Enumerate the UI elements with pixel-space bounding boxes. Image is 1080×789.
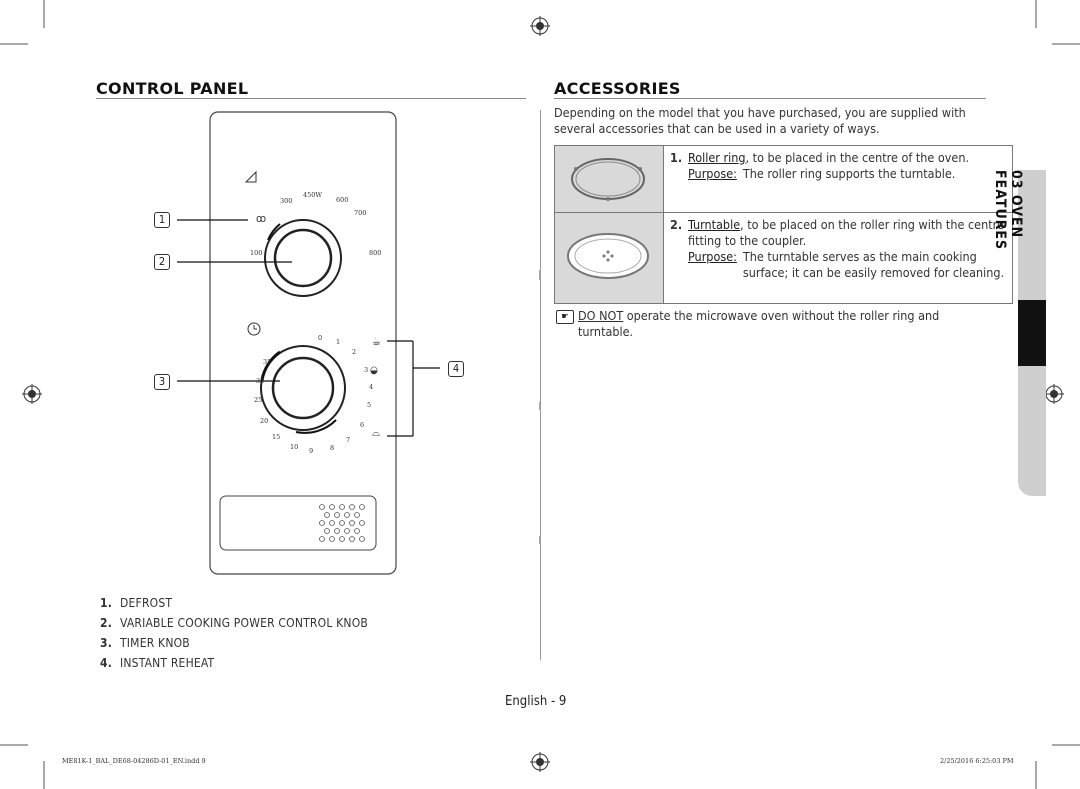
power-label: 300 [280,197,293,205]
callout-2: 2 [154,254,170,270]
timer-label: 1 [336,338,341,346]
roller-ring-desc: 1.Roller ring, to be placed in the centr… [663,145,1013,213]
accessories-heading: ACCESSORIES [554,79,681,98]
list-item: 4.INSTANT REHEAT [100,656,215,670]
timer-label: 20 [260,417,269,425]
column-divider [540,110,541,660]
timer-label: 8 [330,444,335,452]
side-tab-label: 03 OVEN FEATURES [992,170,1024,251]
grille-box [219,495,377,551]
table-row: 1.Roller ring, to be placed in the centr… [554,145,1013,213]
timestamp: 2/25/2016 6:25:03 PM [940,757,1014,765]
heading-rule [96,98,526,99]
timer-label: 35 [263,358,272,366]
table-row: 2.Turntable, to be placed on the roller … [554,212,1013,304]
registration-mark-icon [530,752,550,772]
turntable-desc: 2.Turntable, to be placed on the roller … [663,212,1013,304]
power-label: 100 [250,249,263,257]
timer-label: 5 [367,401,372,409]
clock-icon [247,322,261,336]
accessories-table: 1.Roller ring, to be placed in the centr… [554,145,1013,304]
power-knob-inner [273,228,333,288]
panel-outline [209,111,397,575]
side-tab-marker [1018,300,1046,366]
timer-label: 3 [364,366,369,374]
timer-label: 4 [369,383,374,391]
power-label: 450W [303,191,323,199]
heading-rule [554,98,986,99]
power-label: 600 [336,196,349,204]
timer-label: 0 [318,334,323,342]
accessories-intro: Depending on the model that you have pur… [554,105,966,136]
side-tab-label-wrap: 03 OVEN FEATURES [992,170,1024,320]
registration-mark-icon [530,16,550,36]
timer-label: 2 [352,348,357,356]
cup-icon: ☕ [372,335,381,348]
note-text: DO NOT operate the microwave oven withou… [578,308,940,339]
timer-label: 30 [256,377,265,385]
registration-mark-icon [1044,384,1064,404]
callout-1: 1 [154,212,170,228]
roller-ring-image [554,145,664,213]
list-item: 1.DEFROST [100,596,173,610]
control-panel-diagram: ꝏ ☕ ◒ ⌓ [177,111,440,575]
list-item: 3.TIMER KNOB [100,636,190,650]
registration-mark-icon [22,384,42,404]
timer-label: 6 [360,421,365,429]
power-label: 700 [354,209,367,217]
timer-label: 10 [290,443,299,451]
callout-4: 4 [448,361,464,377]
plate-icon: ⌓ [372,428,380,439]
roller-ring-icon [571,158,645,201]
timer-label: 9 [309,447,314,455]
timer-label: 25 [254,396,263,404]
file-info: ME81K-1_BAL_DE68-04286D-01_EN.indd 9 [62,757,206,765]
turntable-image [554,212,664,304]
callout-3: 3 [154,374,170,390]
list-item: 2.VARIABLE COOKING POWER CONTROL KNOB [100,616,369,630]
grille-dots [319,504,365,542]
page-label: English - 9 [505,694,567,709]
control-panel-list: 1.DEFROST 2.VARIABLE COOKING POWER CONTR… [100,596,368,676]
defrost-icon: ꝏ [256,212,266,225]
note-hand-icon: ☛ [556,310,574,324]
power-level-icon [244,170,257,183]
timer-label: 7 [346,436,351,444]
timer-label: 15 [272,433,281,441]
timer-knob-inner [271,356,335,420]
power-label: 800 [369,249,382,257]
bowl-icon: ◒ [370,365,378,376]
control-panel-heading: CONTROL PANEL [96,79,249,98]
turntable-icon [567,233,649,279]
